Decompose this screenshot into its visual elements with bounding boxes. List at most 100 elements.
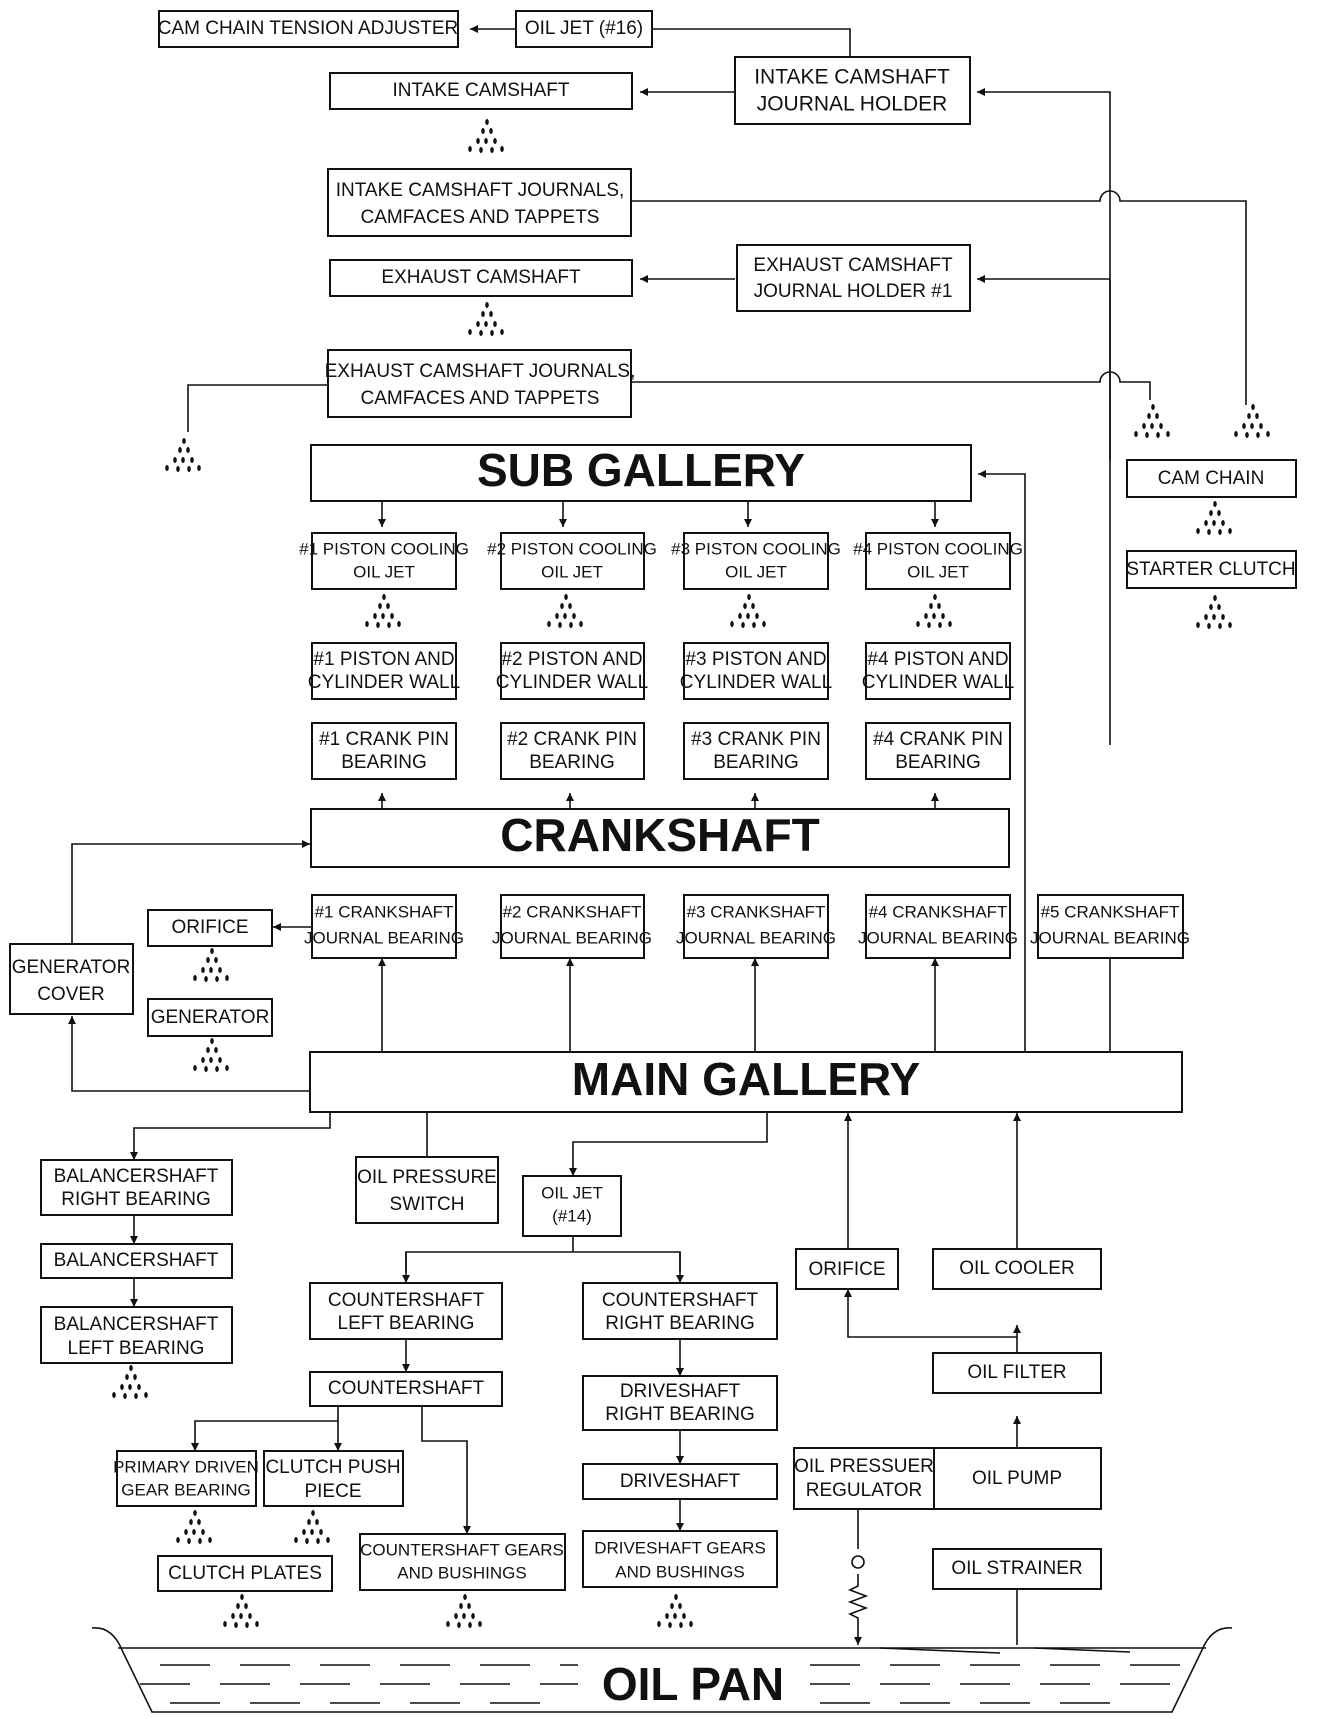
crankshaft-journal-5-box: #5 CRANKSHAFT JOURNAL BEARING [1030, 894, 1190, 959]
generator-box: GENERATOR [147, 998, 273, 1037]
exhaust-camshaft-journal-holder-box: EXHAUST CAMSHAFT JOURNAL HOLDER #1 [736, 244, 971, 312]
svg-text:CRANKSHAFT: CRANKSHAFT [500, 809, 819, 861]
svg-text:CAM CHAIN TENSION ADJUSTER: CAM CHAIN TENSION ADJUSTER [158, 18, 459, 39]
clutch-plates-box: CLUTCH PLATES [157, 1555, 333, 1592]
svg-text:#4 CRANKSHAFT: #4 CRANKSHAFT [869, 902, 1008, 921]
orifice-lower-box: ORIFICE [795, 1248, 899, 1290]
piston-cylinder-wall-2-box: #2 PISTON AND CYLINDER WALL [496, 642, 648, 700]
svg-text:CLUTCH PUSH: CLUTCH PUSH [265, 1457, 400, 1478]
svg-text:OIL PRESSURE: OIL PRESSURE [357, 1167, 497, 1188]
svg-text:AND BUSHINGS: AND BUSHINGS [615, 1562, 744, 1581]
svg-text:#4 PISTON AND: #4 PISTON AND [867, 649, 1008, 670]
svg-text:BEARING: BEARING [713, 752, 799, 773]
clutch-push-piece-box: CLUTCH PUSH PIECE [263, 1450, 404, 1507]
svg-text:CAMFACES AND TAPPETS: CAMFACES AND TAPPETS [361, 388, 600, 409]
svg-text:GENERATOR: GENERATOR [12, 957, 131, 978]
svg-text:CLUTCH PLATES: CLUTCH PLATES [168, 1563, 322, 1584]
svg-text:INTAKE CAMSHAFT: INTAKE CAMSHAFT [754, 66, 950, 89]
countershaft-right-bearing-box: COUNTERSHAFT RIGHT BEARING [582, 1282, 778, 1340]
cam-chain-tension-adjuster-box: CAM CHAIN TENSION ADJUSTER [158, 10, 459, 48]
svg-text:OIL PUMP: OIL PUMP [972, 1468, 1062, 1489]
svg-text:#1 PISTON COOLING: #1 PISTON COOLING [299, 539, 469, 558]
piston-cooling-jet-3-box: #3 PISTON COOLING OIL JET [671, 532, 841, 590]
svg-text:CYLINDER WALL: CYLINDER WALL [862, 672, 1014, 693]
countershaft-box: COUNTERSHAFT [309, 1371, 503, 1407]
svg-text:EXHAUST CAMSHAFT: EXHAUST CAMSHAFT [381, 267, 581, 288]
svg-text:#2 PISTON COOLING: #2 PISTON COOLING [487, 539, 657, 558]
svg-text:CYLINDER WALL: CYLINDER WALL [496, 672, 648, 693]
driveshaft-right-bearing-box: DRIVESHAFT RIGHT BEARING [582, 1375, 778, 1431]
oil-jet-16-box: OIL JET (#16) [515, 10, 653, 48]
svg-text:#5 CRANKSHAFT: #5 CRANKSHAFT [1041, 902, 1180, 921]
svg-text:OIL JET (#16): OIL JET (#16) [525, 18, 643, 39]
oil-pan-label: OIL PAN [602, 1658, 784, 1710]
oil-pressure-regulator-box: OIL PRESSUER REGULATOR [793, 1447, 935, 1510]
svg-text:REGULATOR: REGULATOR [806, 1480, 923, 1501]
svg-text:MAIN GALLERY: MAIN GALLERY [572, 1053, 920, 1105]
balancershaft-right-bearing-box: BALANCERSHAFT RIGHT BEARING [40, 1159, 233, 1216]
svg-text:BALANCERSHAFT: BALANCERSHAFT [54, 1314, 219, 1335]
svg-text:#1 CRANKSHAFT: #1 CRANKSHAFT [315, 902, 454, 921]
svg-text:#1 CRANK PIN: #1 CRANK PIN [319, 729, 449, 750]
svg-text:SWITCH: SWITCH [390, 1194, 465, 1215]
svg-text:#2 CRANKSHAFT: #2 CRANKSHAFT [503, 902, 642, 921]
exhaust-camshaft-journals-box: EXHAUST CAMSHAFT JOURNALS, CAMFACES AND … [325, 349, 635, 418]
crankshaft-box: CRANKSHAFT [310, 808, 1010, 868]
intake-camshaft-journals-box: INTAKE CAMSHAFT JOURNALS, CAMFACES AND T… [327, 168, 632, 237]
svg-text:#2 PISTON AND: #2 PISTON AND [501, 649, 642, 670]
svg-text:INTAKE CAMSHAFT: INTAKE CAMSHAFT [393, 80, 570, 101]
sub-gallery-box: SUB GALLERY [310, 444, 972, 502]
svg-text:JOURNAL BEARING: JOURNAL BEARING [304, 928, 464, 947]
main-gallery-box: MAIN GALLERY [309, 1051, 1183, 1113]
oil-jet-14-box: OIL JET (#14) [522, 1175, 622, 1237]
svg-text:CYLINDER WALL: CYLINDER WALL [680, 672, 832, 693]
svg-text:OIL JET: OIL JET [353, 562, 415, 581]
starter-clutch-box: STARTER CLUTCH [1126, 550, 1297, 589]
svg-text:PIECE: PIECE [304, 1481, 361, 1502]
svg-text:JOURNAL BEARING: JOURNAL BEARING [858, 928, 1018, 947]
crank-pin-bearing-3-box: #3 CRANK PIN BEARING [683, 722, 829, 780]
piston-cylinder-wall-1-box: #1 PISTON AND CYLINDER WALL [308, 642, 460, 700]
flow-lines [68, 25, 1247, 1645]
countershaft-gears-box: COUNTERSHAFT GEARS AND BUSHINGS [359, 1533, 566, 1591]
svg-text:BALANCERSHAFT: BALANCERSHAFT [54, 1250, 219, 1271]
orifice-upper-box: ORIFICE [147, 909, 273, 947]
svg-text:#3 CRANK PIN: #3 CRANK PIN [691, 729, 821, 750]
svg-text:#3 PISTON COOLING: #3 PISTON COOLING [671, 539, 841, 558]
svg-text:GEAR BEARING: GEAR BEARING [121, 1480, 250, 1499]
svg-text:OIL STRAINER: OIL STRAINER [951, 1558, 1082, 1579]
driveshaft-gears-box: DRIVESHAFT GEARS AND BUSHINGS [582, 1530, 778, 1588]
piston-cooling-jet-4-box: #4 PISTON COOLING OIL JET [853, 532, 1023, 590]
svg-text:GENERATOR: GENERATOR [151, 1007, 270, 1028]
svg-text:OIL JET: OIL JET [907, 562, 969, 581]
piston-cooling-jet-2-box: #2 PISTON COOLING OIL JET [487, 532, 657, 590]
svg-text:ORIFICE: ORIFICE [808, 1259, 885, 1280]
piston-cooling-jet-1-box: #1 PISTON COOLING OIL JET [299, 532, 469, 590]
crank-pin-bearing-2-box: #2 CRANK PIN BEARING [500, 722, 645, 780]
svg-text:COUNTERSHAFT GEARS: COUNTERSHAFT GEARS [360, 1540, 564, 1559]
crankshaft-journal-3-box: #3 CRANKSHAFT JOURNAL BEARING [676, 894, 836, 959]
svg-text:#1 PISTON AND: #1 PISTON AND [313, 649, 454, 670]
svg-text:OIL JET: OIL JET [541, 562, 603, 581]
oil-pan: OIL PAN [91, 1627, 1233, 1713]
svg-text:BEARING: BEARING [895, 752, 981, 773]
oil-strainer-box: OIL STRAINER [932, 1548, 1102, 1590]
svg-text:DRIVESHAFT: DRIVESHAFT [620, 1381, 741, 1402]
svg-text:RIGHT BEARING: RIGHT BEARING [605, 1404, 755, 1425]
svg-text:(#14): (#14) [552, 1206, 592, 1225]
svg-text:COUNTERSHAFT: COUNTERSHAFT [328, 1378, 485, 1399]
svg-text:STARTER CLUTCH: STARTER CLUTCH [1126, 559, 1295, 580]
svg-text:JOURNAL HOLDER #1: JOURNAL HOLDER #1 [754, 281, 953, 302]
svg-text:#3 PISTON AND: #3 PISTON AND [685, 649, 826, 670]
countershaft-left-bearing-box: COUNTERSHAFT LEFT BEARING [309, 1282, 503, 1340]
oil-surface-lines [140, 1664, 1180, 1704]
balancershaft-left-bearing-box: BALANCERSHAFT LEFT BEARING [40, 1306, 233, 1364]
crank-pin-bearing-4-box: #4 CRANK PIN BEARING [865, 722, 1011, 780]
svg-text:OIL COOLER: OIL COOLER [959, 1258, 1074, 1279]
generator-cover-box: GENERATOR COVER [9, 943, 134, 1015]
svg-text:OIL FILTER: OIL FILTER [967, 1362, 1066, 1383]
svg-text:PRIMARY DRIVEN: PRIMARY DRIVEN [113, 1457, 259, 1476]
svg-text:#3 CRANKSHAFT: #3 CRANKSHAFT [687, 902, 826, 921]
exhaust-camshaft-box: EXHAUST CAMSHAFT [329, 259, 633, 297]
svg-text:ORIFICE: ORIFICE [171, 917, 248, 938]
